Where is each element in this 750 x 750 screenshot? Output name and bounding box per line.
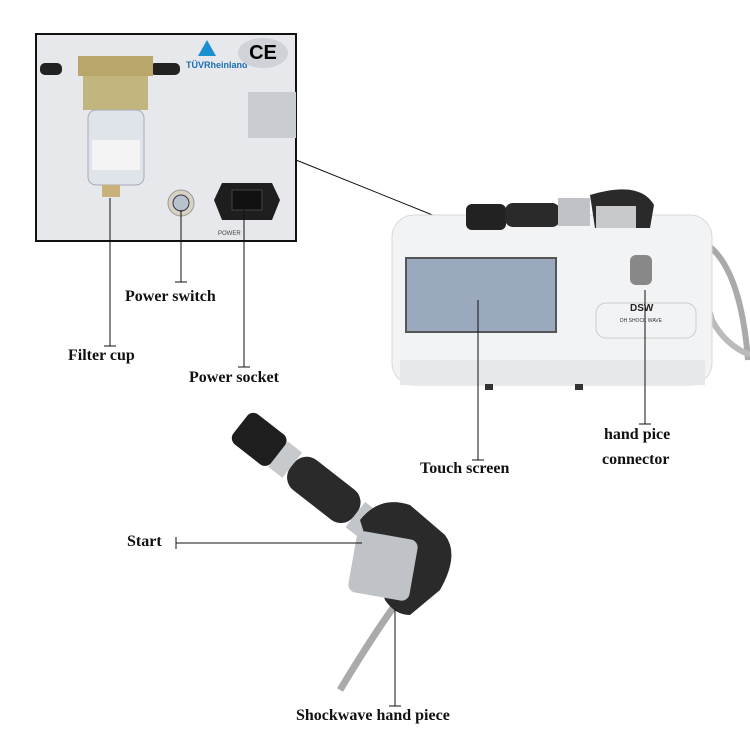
label-power-socket: Power socket xyxy=(189,369,279,386)
shockwave-handpiece-image xyxy=(231,412,452,692)
label-hand-piece-connector-2: connector xyxy=(602,451,670,468)
label-power-switch: Power switch xyxy=(125,288,216,305)
label-shockwave-hand-piece: Shockwave hand piece xyxy=(296,707,450,724)
tuv-mark: TÜVRheinland xyxy=(186,60,248,70)
rear-panel-inset xyxy=(35,33,297,242)
power-socket-image xyxy=(214,183,280,220)
ce-mark: CE xyxy=(238,38,288,68)
rating-label xyxy=(248,92,296,138)
label-touch-screen: Touch screen xyxy=(420,460,510,477)
touch-screen-image xyxy=(405,257,557,333)
brand-logo: DSW xyxy=(630,303,654,314)
tuv-triangle-icon xyxy=(198,40,216,56)
main-unit-image xyxy=(391,189,750,390)
label-start: Start xyxy=(127,533,162,550)
socket-label: POWER xyxy=(218,231,241,237)
filter-cup-image xyxy=(40,56,180,197)
brand-subtitle: DH SHOCK WAVE xyxy=(620,318,662,324)
label-hand-piece-connector-1: hand pice xyxy=(604,426,671,443)
label-filter-cup: Filter cup xyxy=(68,347,135,364)
